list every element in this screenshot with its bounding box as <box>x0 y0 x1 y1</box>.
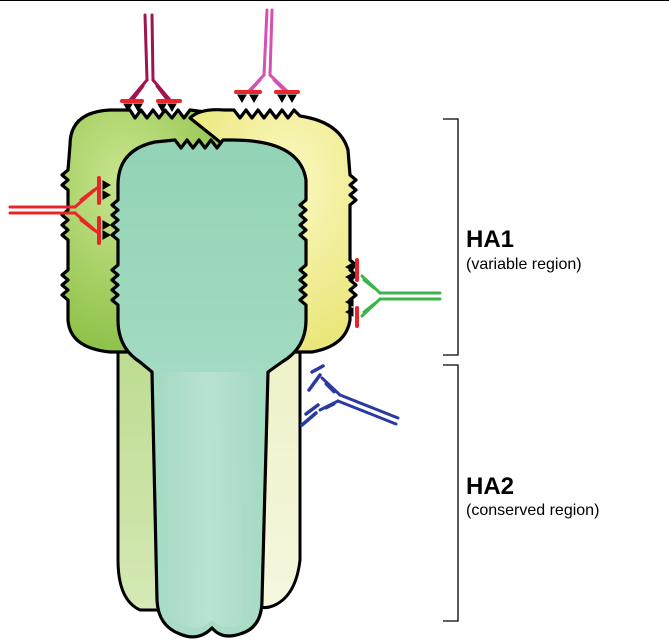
ha2-bracket <box>443 365 458 621</box>
monomer-front-stem-highlight <box>160 372 258 628</box>
ha2-sublabel: (conserved region) <box>466 503 599 519</box>
antibody-maroon <box>122 15 180 111</box>
antibody-green <box>346 260 440 326</box>
ha2-label: HA2 <box>466 475 514 499</box>
ha1-sublabel: (variable region) <box>466 257 582 273</box>
ha1-bracket <box>443 119 458 355</box>
antibody-magenta <box>236 10 298 102</box>
antibody-blue <box>302 366 398 425</box>
ha1-label: HA1 <box>466 228 514 252</box>
